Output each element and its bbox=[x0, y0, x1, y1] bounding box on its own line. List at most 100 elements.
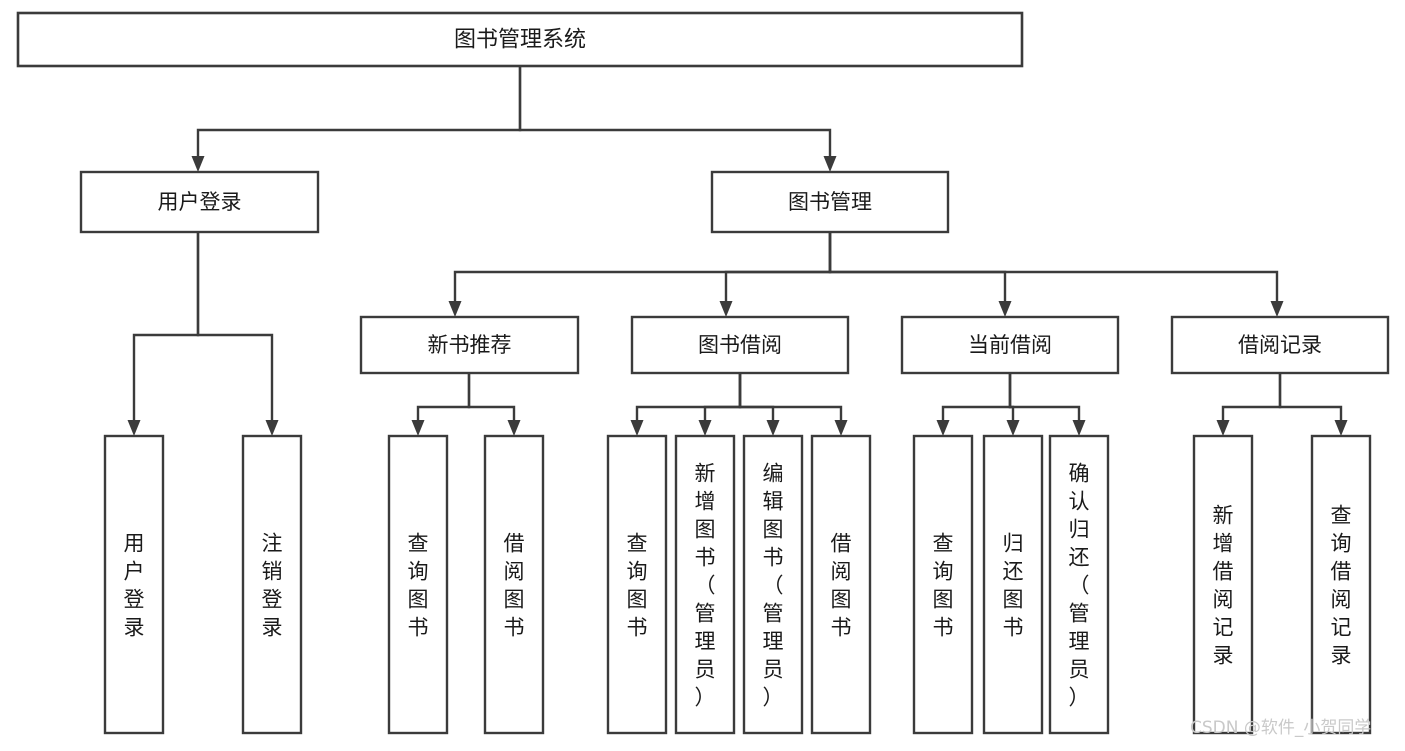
node-box[interactable] bbox=[810, 434, 872, 735]
connector-line bbox=[738, 373, 843, 420]
connector-borrow-record-to-leaf-add-record bbox=[1216, 373, 1282, 436]
arrow-head-icon bbox=[265, 420, 279, 436]
arrow-head-icon bbox=[719, 301, 733, 317]
connector-user-login-to-leaf-logout bbox=[196, 232, 279, 436]
arrow-head-icon bbox=[191, 156, 205, 172]
node-borrow-record[interactable]: 借阅记录 bbox=[1170, 315, 1390, 375]
node-label: 归还图书 bbox=[1003, 531, 1024, 639]
connector-line bbox=[941, 373, 1012, 420]
node-label: 查询图书 bbox=[408, 531, 429, 639]
node-current-borrow[interactable]: 当前借阅 bbox=[900, 315, 1120, 375]
node-box[interactable] bbox=[483, 434, 545, 735]
connector-current-borrow-to-leaf-query-book-3 bbox=[936, 373, 1012, 436]
node-leaf-add-book[interactable]: 新增图书（管理员） bbox=[674, 434, 736, 735]
node-box[interactable] bbox=[16, 11, 1024, 68]
arrow-head-icon bbox=[998, 301, 1012, 317]
node-box[interactable] bbox=[900, 315, 1120, 375]
node-label: 编辑图书（管理员） bbox=[763, 461, 784, 709]
connector-book-borrow-to-leaf-edit-book bbox=[738, 373, 780, 436]
arrow-head-icon bbox=[834, 420, 848, 436]
node-box[interactable] bbox=[630, 315, 850, 375]
connector-line bbox=[1221, 373, 1282, 420]
connector-line bbox=[453, 232, 832, 301]
arrow-head-icon bbox=[448, 301, 462, 317]
arrow-head-icon bbox=[1270, 301, 1284, 317]
connector-line bbox=[635, 373, 742, 420]
node-leaf-query-book-3[interactable]: 查询图书 bbox=[912, 434, 974, 735]
node-box[interactable] bbox=[982, 434, 1044, 735]
arrow-head-icon bbox=[1334, 420, 1348, 436]
connector-line bbox=[196, 66, 522, 156]
node-box[interactable] bbox=[1310, 434, 1372, 735]
node-leaf-logout[interactable]: 注销登录 bbox=[241, 434, 303, 735]
node-label: 用户登录 bbox=[124, 531, 145, 639]
node-leaf-borrow-book-2[interactable]: 借阅图书 bbox=[810, 434, 872, 735]
node-leaf-query-book-1[interactable]: 查询图书 bbox=[387, 434, 449, 735]
connector-current-borrow-to-leaf-return-book bbox=[1006, 373, 1020, 436]
connector-book-manage-to-borrow-record bbox=[828, 232, 1284, 317]
node-box[interactable] bbox=[1170, 315, 1390, 375]
watermark-label: CSDN @软件_小贺同学 bbox=[1190, 718, 1371, 738]
connector-book-borrow-to-leaf-add-book bbox=[698, 373, 742, 436]
node-user-login[interactable]: 用户登录 bbox=[79, 170, 320, 234]
node-box[interactable] bbox=[742, 434, 804, 735]
node-box[interactable] bbox=[79, 170, 320, 234]
connector-root-to-user-login bbox=[191, 66, 522, 172]
node-box[interactable] bbox=[241, 434, 303, 735]
node-label: 查询借阅记录 bbox=[1331, 503, 1352, 667]
arrow-head-icon bbox=[1216, 420, 1230, 436]
connector-line bbox=[828, 232, 1279, 301]
node-box[interactable] bbox=[359, 315, 580, 375]
node-label: 新增借阅记录 bbox=[1213, 503, 1234, 667]
nodes-layer: 图书管理系统用户登录图书管理新书推荐图书借阅当前借阅借阅记录用户登录注销登录查询… bbox=[16, 11, 1390, 735]
connector-line bbox=[518, 66, 832, 156]
node-leaf-add-record[interactable]: 新增借阅记录 bbox=[1192, 434, 1254, 735]
connector-line bbox=[703, 373, 742, 420]
arrow-head-icon bbox=[1072, 420, 1086, 436]
node-box[interactable] bbox=[387, 434, 449, 735]
connector-new-book-rec-to-leaf-borrow-book-1 bbox=[467, 373, 521, 436]
node-box[interactable] bbox=[1048, 434, 1110, 735]
node-root[interactable]: 图书管理系统 bbox=[16, 11, 1024, 68]
node-book-manage[interactable]: 图书管理 bbox=[710, 170, 950, 234]
node-label: 图书管理 bbox=[788, 190, 872, 214]
arrow-head-icon bbox=[1006, 420, 1020, 436]
node-new-book-rec[interactable]: 新书推荐 bbox=[359, 315, 580, 375]
connector-new-book-rec-to-leaf-query-book-1 bbox=[411, 373, 471, 436]
node-leaf-borrow-book-1[interactable]: 借阅图书 bbox=[483, 434, 545, 735]
arrow-head-icon bbox=[411, 420, 425, 436]
node-box[interactable] bbox=[710, 170, 950, 234]
connector-borrow-record-to-leaf-query-record bbox=[1278, 373, 1348, 436]
node-leaf-edit-book[interactable]: 编辑图书（管理员） bbox=[742, 434, 804, 735]
node-leaf-query-record[interactable]: 查询借阅记录 bbox=[1310, 434, 1372, 735]
connector-book-manage-to-book-borrow bbox=[719, 232, 832, 317]
node-label: 借阅图书 bbox=[504, 531, 525, 639]
connector-line bbox=[196, 232, 274, 420]
connector-line bbox=[738, 373, 775, 420]
node-label: 查询图书 bbox=[933, 531, 954, 639]
node-label: 图书管理系统 bbox=[454, 28, 586, 53]
arrow-head-icon bbox=[507, 420, 521, 436]
node-box[interactable] bbox=[912, 434, 974, 735]
arrow-head-icon bbox=[630, 420, 644, 436]
node-label: 确认归还（管理员） bbox=[1069, 461, 1090, 709]
connector-line bbox=[1278, 373, 1343, 420]
node-label: 图书借阅 bbox=[698, 333, 782, 357]
node-leaf-query-book-2[interactable]: 查询图书 bbox=[606, 434, 668, 735]
node-box[interactable] bbox=[103, 434, 165, 735]
connector-line bbox=[724, 232, 832, 301]
node-label: 用户登录 bbox=[158, 190, 242, 214]
connector-user-login-to-leaf-user-login bbox=[127, 232, 200, 436]
node-leaf-user-login[interactable]: 用户登录 bbox=[103, 434, 165, 735]
connector-line bbox=[416, 373, 471, 420]
arrow-head-icon bbox=[127, 420, 141, 436]
node-book-borrow[interactable]: 图书借阅 bbox=[630, 315, 850, 375]
node-leaf-confirm-return[interactable]: 确认归还（管理员） bbox=[1048, 434, 1110, 735]
node-leaf-return-book[interactable]: 归还图书 bbox=[982, 434, 1044, 735]
node-box[interactable] bbox=[606, 434, 668, 735]
node-box[interactable] bbox=[1192, 434, 1254, 735]
node-box[interactable] bbox=[674, 434, 736, 735]
connector-book-manage-to-new-book-rec bbox=[448, 232, 832, 317]
connector-line bbox=[828, 232, 1007, 301]
